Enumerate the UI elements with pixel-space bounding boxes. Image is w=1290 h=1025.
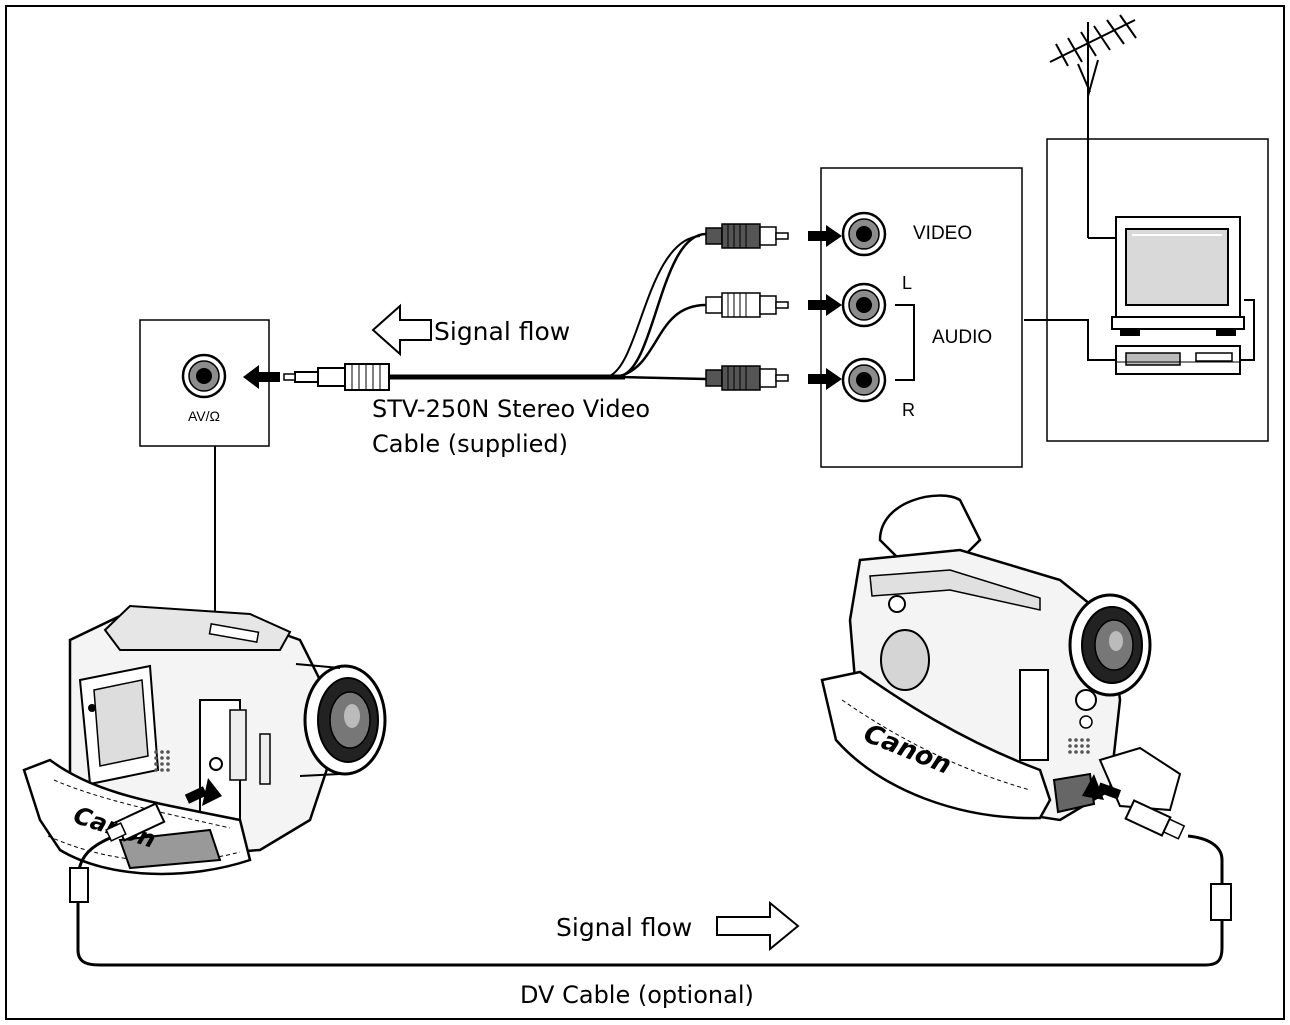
- dv-plug-left-icon: [105, 802, 166, 842]
- left-label: L: [902, 273, 912, 293]
- av-jack-label: AV/Ω: [188, 408, 220, 424]
- stereo-video-cable: [388, 232, 707, 381]
- cable-name-line2: Cable (supplied): [372, 430, 568, 458]
- cable-name-line1: STV-250N Stereo Video: [372, 395, 650, 423]
- audio-bracket: [895, 304, 915, 381]
- dv-plug-right-icon: [1124, 799, 1186, 840]
- video-label: VIDEO: [913, 223, 972, 244]
- audio-label: AUDIO: [932, 327, 992, 348]
- video-plug-icon: [705, 223, 789, 249]
- tv-antenna-icon: [1049, 14, 1137, 238]
- dv-cable: [69, 834, 1232, 967]
- av-jack-icon: [181, 353, 227, 399]
- signal-flow-arrow-bottom-icon: [716, 900, 800, 952]
- television-icon: [1088, 216, 1245, 336]
- diagram-border: [5, 5, 1285, 1020]
- video-insert-arrow-icon: [808, 225, 842, 247]
- audio-left-insert-arrow-icon: [808, 294, 842, 316]
- signal-flow-top-label: Signal flow: [434, 317, 570, 346]
- av-jack-panel: [139, 319, 270, 447]
- audio-left-plug-icon: [705, 292, 789, 318]
- mini-plug-icon: [283, 363, 390, 391]
- tv-panel: [1046, 138, 1269, 442]
- dv-cable-label: DV Cable (optional): [520, 981, 754, 1009]
- av-insert-arrow-icon: [243, 365, 280, 389]
- tv-vcr-connection: [1024, 319, 1116, 361]
- tv-input-panel: [820, 167, 1023, 468]
- camcorder-left-icon: [22, 604, 387, 876]
- audio-right-jack-icon: [841, 357, 887, 403]
- audio-left-jack-icon: [841, 282, 887, 328]
- right-label: R: [902, 400, 915, 420]
- audio-right-plug-icon: [705, 365, 789, 391]
- audio-right-insert-arrow-icon: [808, 368, 842, 390]
- video-jack-icon: [841, 211, 887, 257]
- signal-flow-arrow-top-icon: [371, 303, 432, 357]
- signal-flow-bottom-label: Signal flow: [556, 913, 692, 942]
- camcorder-right-icon: [820, 494, 1182, 822]
